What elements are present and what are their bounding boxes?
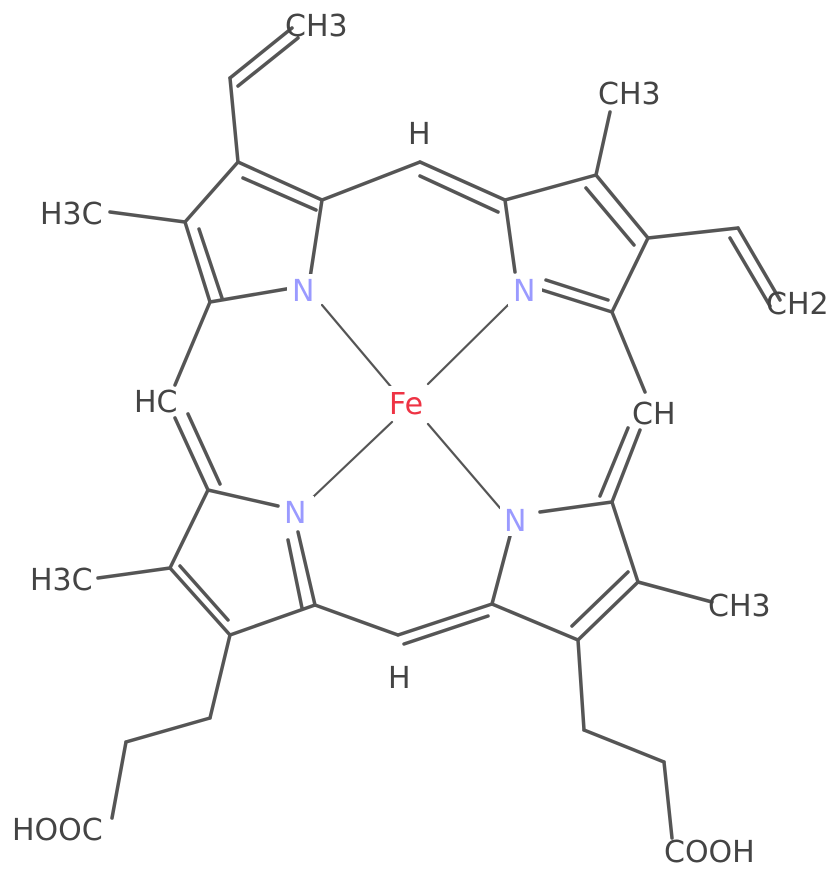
label-ch2-right: CH2 (766, 287, 829, 322)
label-n-topleft: N (292, 274, 314, 309)
bond-lines (96, 26, 782, 840)
label-h3c-left: H3C (40, 197, 103, 232)
label-h3c-lowerleft: H3C (30, 563, 93, 598)
label-masks (280, 274, 542, 536)
coordination-bonds (310, 303, 510, 510)
label-ch3-lowerright: CH3 (708, 589, 771, 624)
label-h-bottom: H (388, 661, 411, 696)
label-ch-right: CH (632, 397, 676, 432)
label-hooc: HOOC (12, 813, 103, 848)
label-hc-left: HC (134, 385, 178, 420)
atom-labels: CH3 CH3 CH2 H3C H HC CH H3C CH3 H HOOC C… (12, 9, 829, 869)
label-n-bottomright: N (504, 504, 526, 539)
label-n-bottomleft: N (284, 496, 306, 531)
label-ch3-topright: CH3 (598, 77, 661, 112)
label-ch3-top: CH3 (285, 9, 348, 44)
label-cooh: COOH (664, 835, 755, 869)
label-n-topright: N (513, 274, 535, 309)
label-fe: Fe (389, 387, 423, 422)
label-h-top: H (408, 117, 431, 152)
